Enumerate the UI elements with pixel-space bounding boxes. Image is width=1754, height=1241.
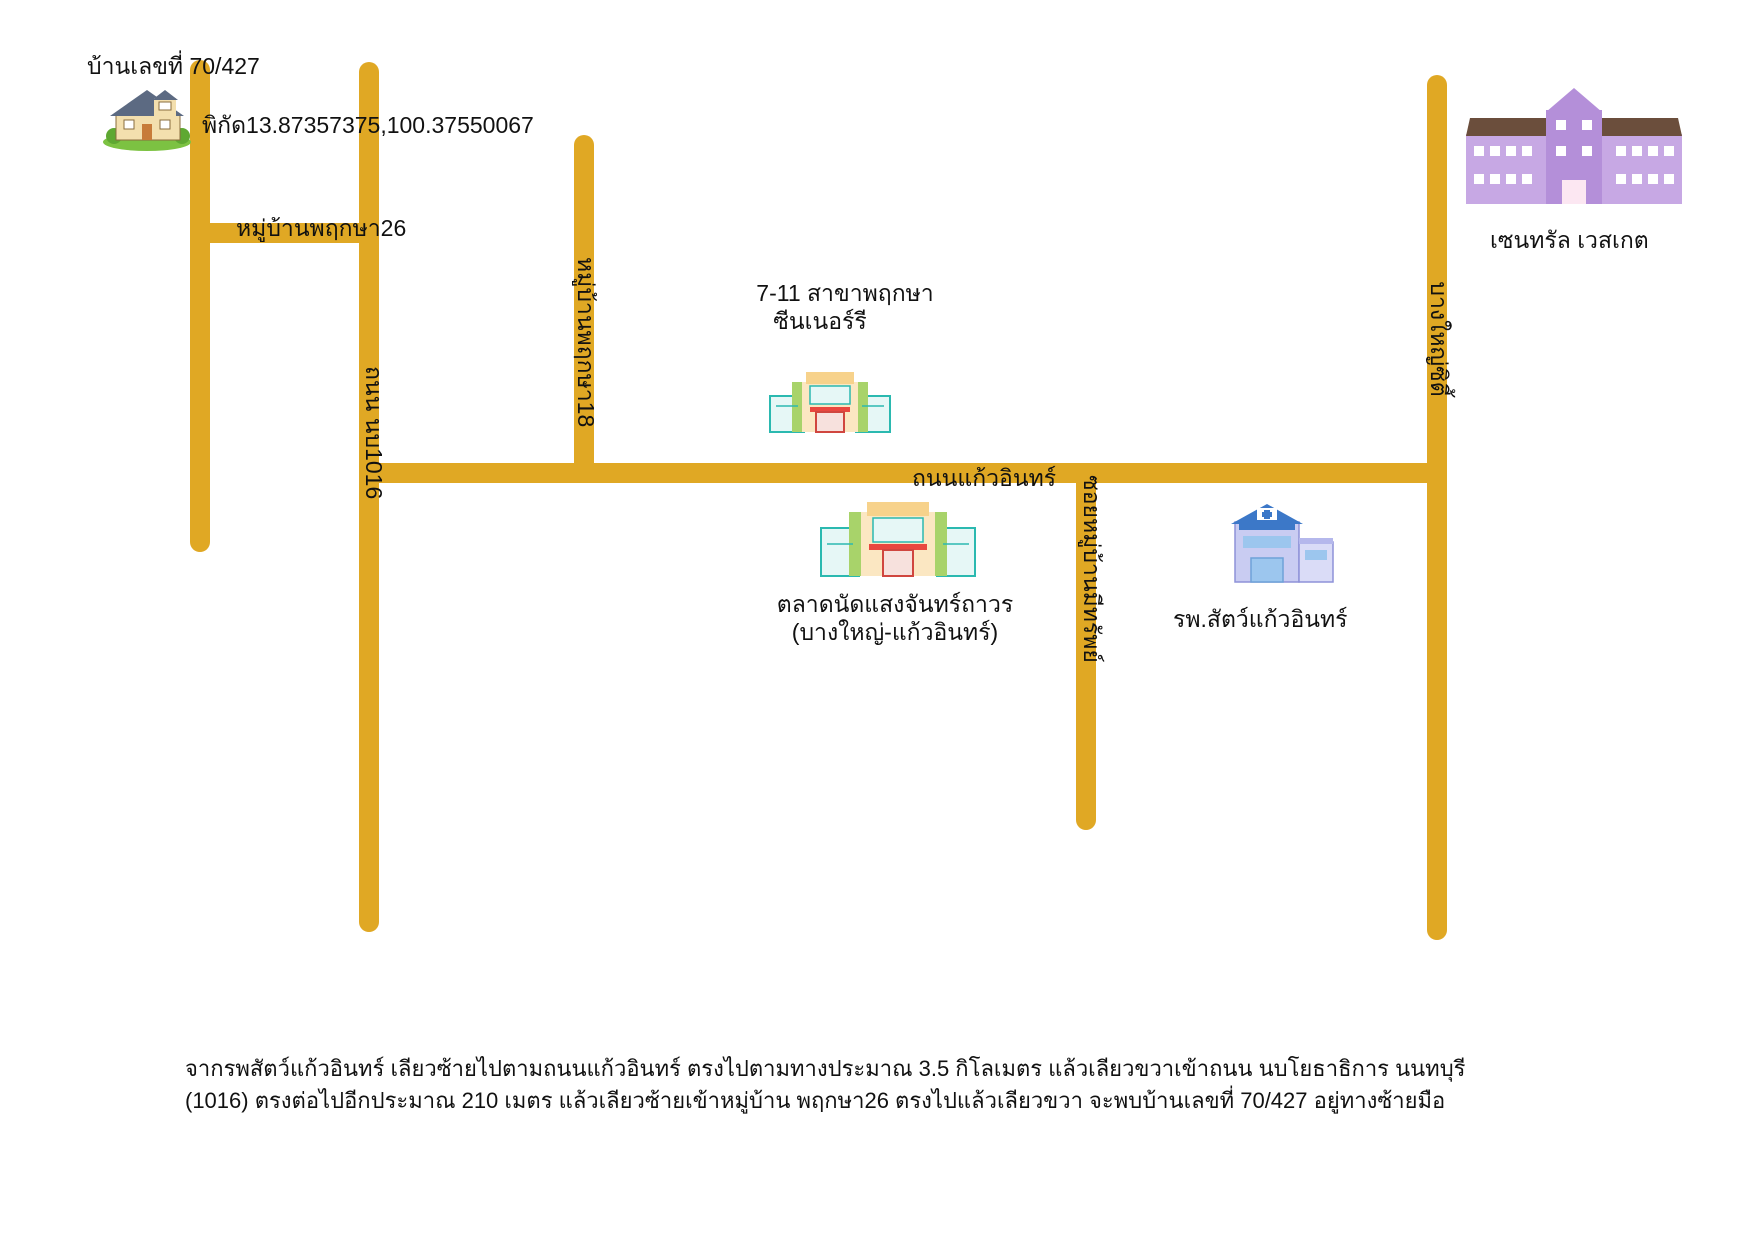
convenience-store-icon (769, 372, 891, 433)
roads (190, 60, 1447, 940)
road-1016-label: ถนน นบ1016 (361, 366, 387, 500)
central-westgate-label: เซนทรัล เวสเกต (1490, 227, 1649, 253)
seven-eleven-name: 7-11 สาขาพฤกษา (756, 280, 934, 306)
animal-hospital-icon (1231, 504, 1334, 583)
market-label: ตลาดนัดแสงจันทร์ถาวร (บางใหญ่-แก้วอินทร์… (745, 590, 1045, 646)
market-name: ตลาดนัดแสงจันทร์ถาวร (776, 591, 1014, 617)
village-26-label: หมู่บ้านพฤกษา26 (236, 215, 407, 241)
main-road-label: ถนนแก้วอินทร์ (912, 465, 1057, 491)
house-icon (103, 90, 191, 151)
village-18-label: หมู่บ้านพฤกษา18 (573, 257, 599, 428)
market-icon (820, 502, 976, 577)
coordinates-label: พิกัด13.87357375,100.37550067 (202, 112, 534, 138)
house-number-label: บ้านเลขที่ 70/427 (87, 53, 260, 79)
right-road-label: บางใหญ่ซิตี้ (1426, 281, 1452, 397)
vet-hospital-label: รพ.สัตว์แก้วอินทร์ (1173, 606, 1348, 632)
seven-eleven-label: 7-11 สาขาพฤกษา ซีนเนอร์รี (740, 279, 950, 335)
seven-eleven-branch: ซีนเนอร์รี (773, 308, 867, 334)
central-westgate-mall-icon (1466, 88, 1682, 204)
soi-label: ซอยหมู่บ้านมีทรัพย์ (1079, 475, 1105, 663)
directions-text: จากรพสัตว์แก้วอินทร์ เลียวซ้ายไปตามถนนแก… (185, 1053, 1605, 1117)
market-subtitle: (บางใหญ่-แก้วอินทร์) (791, 619, 999, 645)
directions-line-1: จากรพสัตว์แก้วอินทร์ เลียวซ้ายไปตามถนนแก… (185, 1056, 1466, 1081)
directions-line-2: (1016) ตรงต่อไปอีกประมาณ 210 เมตร แล้วเล… (185, 1088, 1446, 1113)
